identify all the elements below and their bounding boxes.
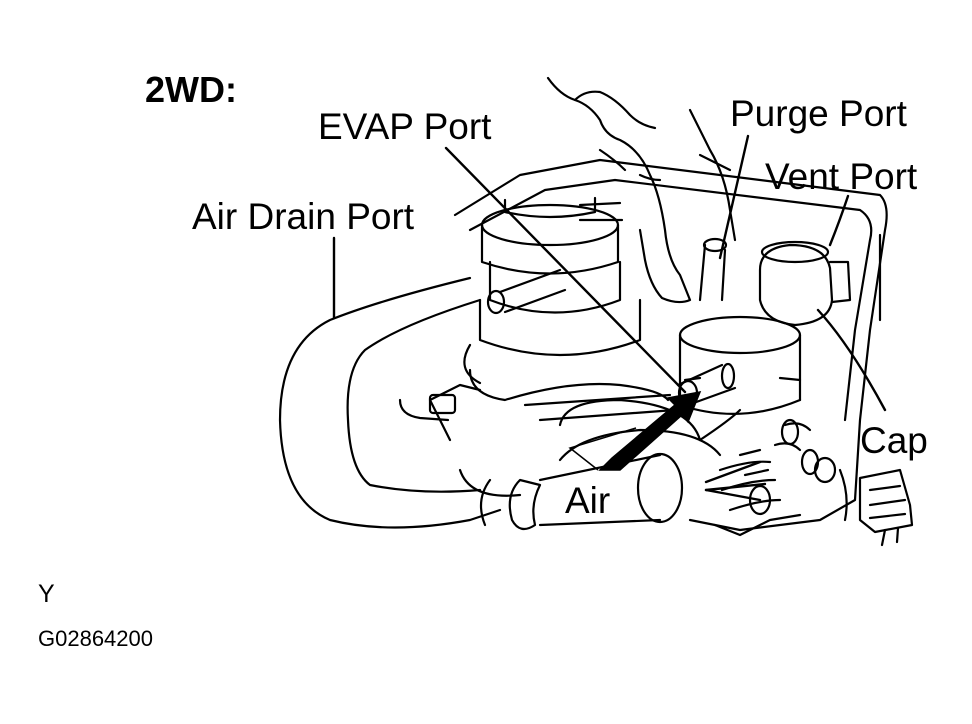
air-drain-hose [278,276,502,529]
leader-connector-3 [704,488,762,502]
diagram-title: 2WD: [145,69,237,110]
electrical-connector [858,468,914,534]
air-drain-nipple [498,268,567,314]
leader-connector-2 [704,482,767,492]
label-air-drain-port: Air Drain Port [192,196,415,237]
hose-clamp [508,478,542,531]
leader-connector-1 [704,460,762,484]
figure-id: G02864200 [38,626,153,651]
leader-evap-port [444,146,687,394]
label-purge-port: Purge Port [730,93,907,134]
purge-port-tube [698,243,727,302]
label-evap-port: EVAP Port [318,106,492,147]
leader-vent-port [828,194,850,247]
lower-valve-top [678,315,802,355]
view-code: Y [38,580,55,608]
leader-cap [816,308,887,412]
housing-base [428,383,522,497]
label-vent-port: Vent Port [765,156,918,197]
upper-valve-top [480,203,620,247]
label-air: Air [565,480,611,521]
hand-outline [546,76,692,304]
leader-purge-port [718,134,750,260]
label-cap: Cap [860,420,928,461]
housing-outline [453,158,888,532]
air-flow-arrow [598,391,702,471]
